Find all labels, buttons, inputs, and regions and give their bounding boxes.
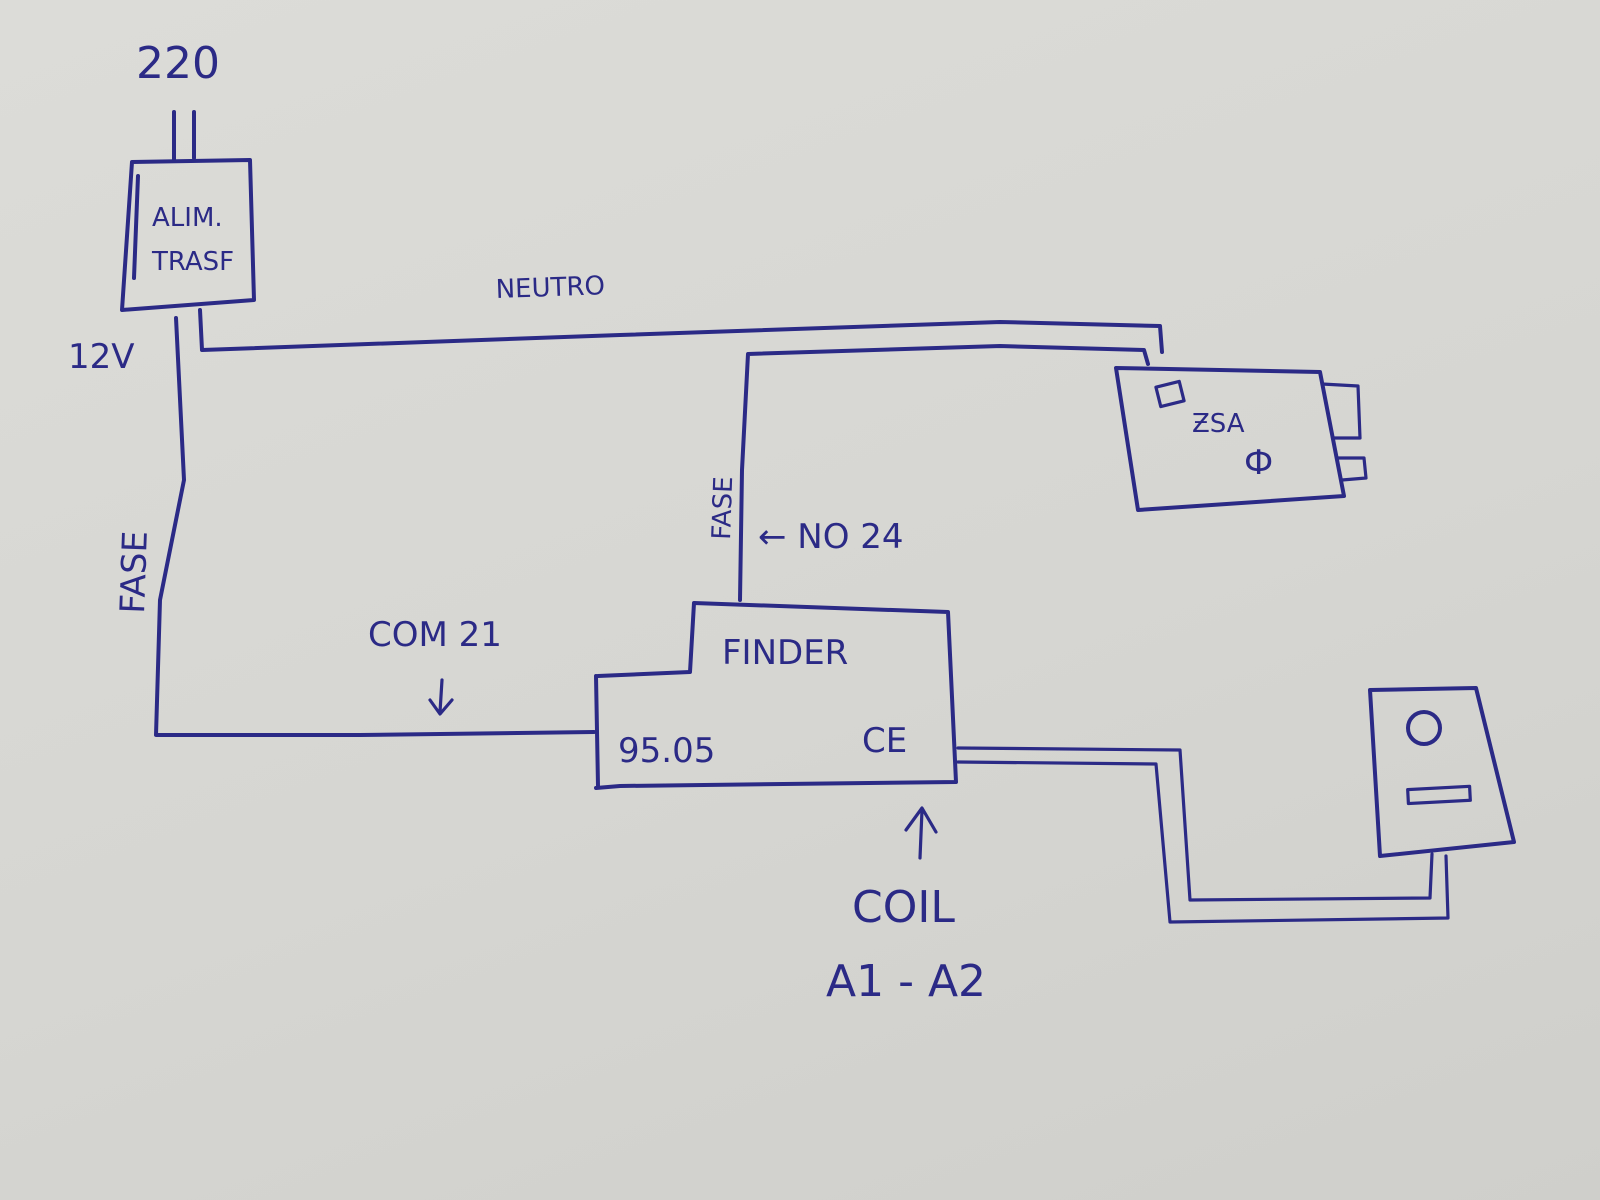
panel-slot-icon (1406, 784, 1472, 806)
coil-label: COIL (852, 882, 955, 933)
relay-ce-label: CE (862, 721, 907, 761)
no-terminal-label: ← NO 24 (758, 517, 904, 557)
phase-label-left: FASE (113, 530, 156, 614)
com-arrow (428, 678, 454, 716)
supply-input-pins (172, 110, 196, 162)
coil-terminals-label: A1 - A2 (826, 956, 986, 1007)
neutral-label: NEUTRO (495, 271, 605, 305)
relay-brand-label: FINDER (722, 633, 848, 673)
transformer-label-line2: TRASF (151, 247, 234, 277)
relay-model-label: 95.05 (618, 731, 715, 771)
com-terminal-label: COM 21 (368, 615, 502, 655)
coil-wires (956, 746, 1450, 924)
phase-wire-left (154, 316, 596, 737)
coil-arrow (904, 806, 938, 860)
lock-terminal-icon (1154, 379, 1186, 409)
low-voltage-label: 12V (68, 337, 135, 377)
transformer-label-line1: ALIM. (152, 203, 223, 233)
intercom-panel (1368, 686, 1516, 858)
phase-wire-mid (738, 344, 1150, 602)
panel-round-button-icon (1406, 710, 1442, 746)
relay-body (594, 601, 958, 790)
lock-label: ƵSA (1192, 409, 1245, 439)
supply-voltage-label: 220 (136, 38, 220, 89)
lock-symbol-label: Ф (1244, 443, 1273, 483)
neutral-wire (198, 308, 1164, 354)
phase-label-mid: FASE (707, 476, 739, 540)
transformer-box (120, 158, 256, 312)
electric-lock (1114, 366, 1368, 512)
